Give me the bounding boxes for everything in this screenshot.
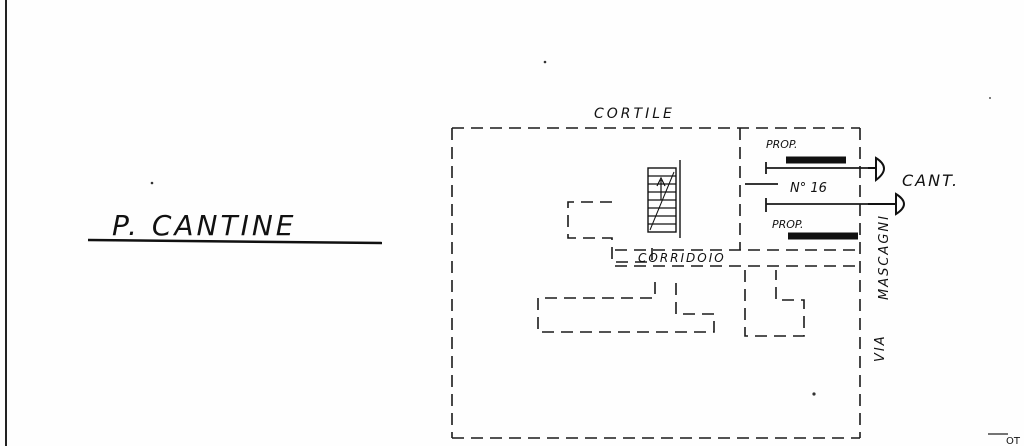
- speck: [989, 97, 991, 99]
- floor-title: P. CANTINE: [112, 209, 296, 242]
- corner-fragment-text: OT: [1006, 436, 1021, 446]
- prop-bottom-label: PROP.: [772, 218, 804, 231]
- prop-top-label: PROP.: [766, 138, 798, 151]
- speck: [150, 181, 154, 185]
- staircase: [647, 160, 681, 238]
- street-name-label: MASCAGNI: [877, 214, 892, 300]
- street-prefix-label: VIA: [873, 334, 888, 362]
- cant-pointer-lower: [868, 192, 905, 216]
- right-room-lower: [744, 270, 805, 337]
- left-room-upper: [567, 201, 653, 263]
- speck: [812, 392, 816, 396]
- title-underline: [87, 238, 383, 245]
- cant-label: CANT.: [902, 171, 959, 190]
- corridoio-label: CORRIDOIO: [638, 251, 726, 265]
- left-room-lower: [537, 276, 715, 333]
- cortile-label: CORTILE: [594, 106, 675, 122]
- cellar-number-label: N° 16: [790, 181, 827, 196]
- cant-pointer-upper: [868, 156, 885, 183]
- speck: [543, 60, 547, 64]
